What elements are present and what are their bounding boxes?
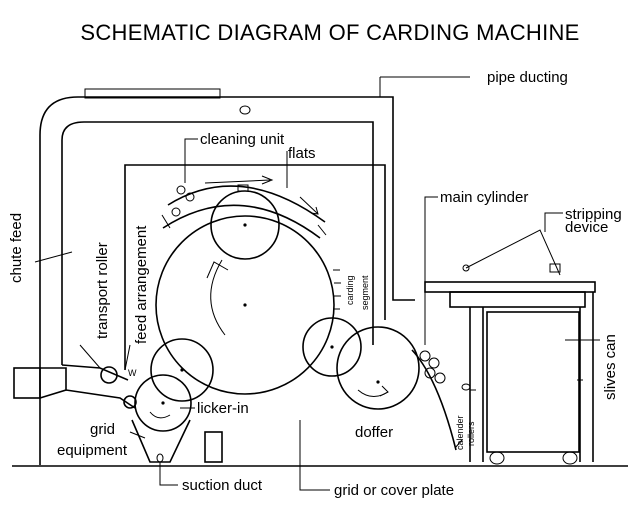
flats-belt <box>161 175 327 239</box>
label-device: device <box>565 219 608 236</box>
flats-roller <box>210 190 280 260</box>
label-calender: calender <box>455 415 465 450</box>
label-feed-arrangement: feed arrangement <box>133 225 150 344</box>
coiler-frame <box>424 281 596 462</box>
label-cleaning-unit: cleaning unit <box>200 131 285 148</box>
sliver-can <box>486 311 580 465</box>
label-main-cylinder: main cylinder <box>440 189 528 206</box>
label-doffer: doffer <box>355 424 393 441</box>
licker-in <box>134 374 192 432</box>
waste-box <box>204 431 223 463</box>
grid-equipment <box>131 419 191 463</box>
label-w: W <box>128 368 137 378</box>
label-chute-feed: chute feed <box>8 213 25 283</box>
doffer-cover <box>411 349 457 451</box>
pipe-ducting <box>39 88 415 465</box>
label-grid-or-cover-plate: grid or cover plate <box>334 482 454 499</box>
feed-duct <box>124 164 386 370</box>
label-carding: carding <box>345 275 355 305</box>
label-flats: flats <box>288 145 316 162</box>
main-cylinder <box>155 215 335 395</box>
carding-segment-ticks <box>333 269 341 310</box>
label-stripping: stripping <box>565 206 622 223</box>
label-slives-can: slives can <box>602 334 619 400</box>
leader-lines <box>34 76 600 491</box>
doffer <box>336 326 420 410</box>
diagram-title: SCHEMATIC DIAGRAM OF CARDING MACHINE <box>80 20 579 45</box>
label-transport-roller: transport roller <box>94 242 111 339</box>
stripping-device <box>462 229 561 276</box>
label-equipment: equipment <box>57 442 128 459</box>
label-grid: grid <box>90 421 115 438</box>
cleaning-unit-rollers <box>171 185 195 217</box>
transfer-roller <box>302 317 362 377</box>
label-segment: segment <box>360 275 370 310</box>
label-rollers: rollers <box>466 421 476 446</box>
label-pipe-ducting: pipe ducting <box>487 69 568 86</box>
label-licker-in: licker-in <box>197 400 249 417</box>
feed-rollers <box>100 338 214 409</box>
label-suction-duct: suction duct <box>182 477 263 494</box>
